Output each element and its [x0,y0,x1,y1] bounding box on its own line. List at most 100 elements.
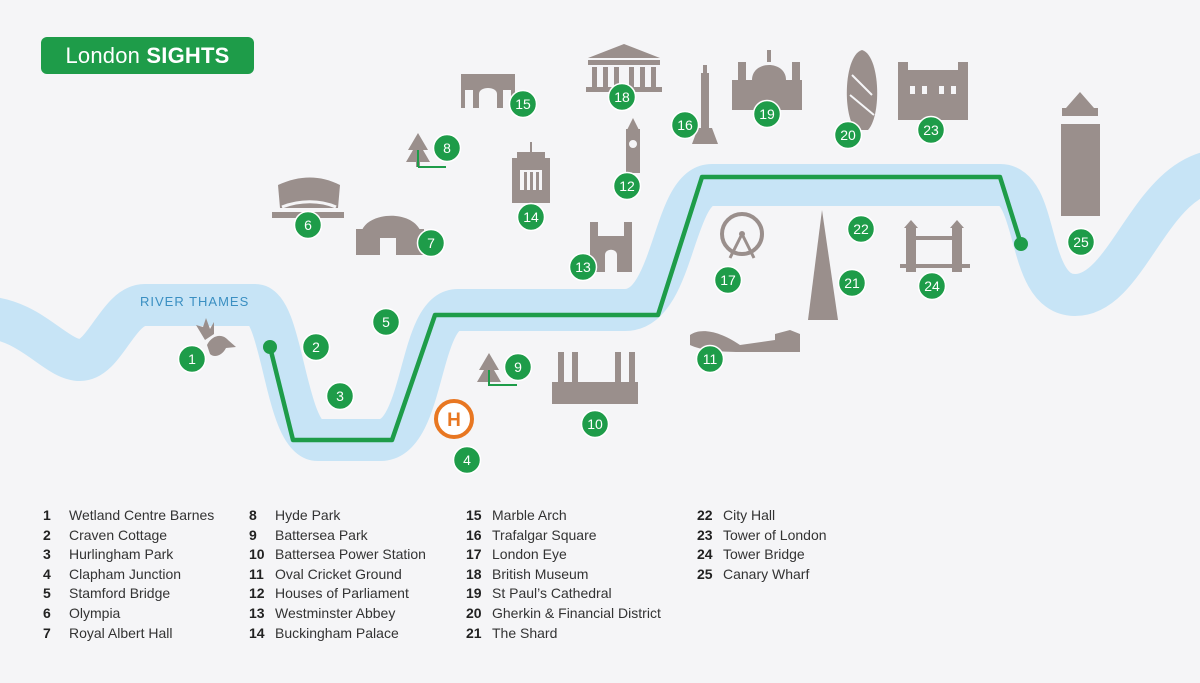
sight-pin-circle [452,445,482,475]
legend-item-name: Westminster Abbey [275,604,396,621]
legend-item-number: 20 [466,604,482,621]
sight-pin: 6 [293,210,323,240]
sight-pin-circle [293,210,323,240]
sight-pin: 4 [452,445,482,475]
green-route [267,174,1024,443]
sight-pin: 23 [916,115,946,145]
sight-pin-number: 11 [703,351,718,367]
sight-pin: 9 [503,352,533,382]
sight-pin-number: 2 [312,339,320,355]
legend-item-name: Tower of London [723,526,827,543]
westminster-abbey-icon [590,222,632,272]
royal-albert-hall-icon [356,215,424,255]
sight-pin-circle [416,228,446,258]
sight-pin: 18 [607,82,637,112]
legend-item-name: London Eye [492,546,567,563]
legend-item-number: 7 [43,624,51,641]
sight-pin-circle [612,171,642,201]
title-regular: London [65,43,141,68]
legend-item-number: 19 [466,585,482,602]
sight-pin-number: 24 [924,278,940,294]
legend-item-name: Battersea Power Station [275,546,426,563]
sight-pin-number: 23 [923,122,939,138]
sight-pin-number: 6 [304,217,312,233]
battersea-power-station-icon [552,352,638,404]
sight-pin-circle [833,120,863,150]
sight-pin-circle [917,271,947,301]
tower-bridge-icon [900,220,970,272]
gherkin-icon [846,50,878,130]
sight-pin-circle [695,344,725,374]
sight-pin-circle [837,268,867,298]
sight-pin-number: 20 [840,127,856,143]
legend-item: 12 Houses of Parliament [249,584,426,604]
sight-pin-number: 4 [463,452,471,468]
sight-pin-number: 25 [1073,234,1089,250]
sight-pin-circle [752,99,782,129]
legend-item-name: Battersea Park [275,526,368,543]
legend-item-number: 2 [43,526,51,543]
legend-item-name: Houses of Parliament [275,585,409,602]
legend-item-name: Royal Albert Hall [69,624,173,641]
canary-wharf-icon [1061,92,1100,216]
heliport-letter: H [447,410,461,431]
sight-pin: 14 [516,202,546,232]
legend-item-number: 18 [466,565,482,582]
sight-pin-number: 13 [575,259,591,275]
legend-item: 18 British Museum [466,565,661,585]
sight-pin-circle [568,252,598,282]
oval-cricket-ground-icon [690,330,800,352]
sight-pin-number: 9 [514,359,522,375]
legend-item: 23 Tower of London [697,526,827,546]
river-thames [0,153,1200,461]
london-eye-icon [720,212,764,259]
sight-pin-circle [580,409,610,439]
sight-pin-number: 21 [844,275,860,291]
legend-item-name: Stamford Bridge [69,585,171,602]
heliport-icon: H [434,399,474,439]
legend-item-name: Clapham Junction [69,565,182,582]
sight-pin-number: 1 [188,351,196,367]
sight-pin-circle [916,115,946,145]
sight-pin-circle [371,307,401,337]
sight-pin: 20 [833,120,863,150]
sight-pin-circle [508,89,538,119]
legend-item: 10 Battersea Power Station [249,545,426,565]
legend-item-number: 23 [697,526,713,543]
sight-pin: 22 [846,214,876,244]
sight-pin: 7 [416,228,446,258]
sight-pin-circle [503,352,533,382]
sight-pin-number: 22 [853,221,869,237]
legend-item-number: 10 [249,546,265,563]
legend-item: 7 Royal Albert Hall [43,624,214,644]
legend-item-number: 9 [249,526,257,543]
legend-item-number: 12 [249,585,265,602]
sight-pin-number: 17 [720,272,736,288]
sight-pin: 15 [508,89,538,119]
legend-item-number: 8 [249,507,257,523]
the-shard-icon [808,210,838,320]
sight-pin-number: 3 [336,388,344,404]
sight-pin: 13 [568,252,598,282]
legend-item-name: British Museum [492,565,589,582]
sight-pin-number: 7 [427,235,435,251]
sight-pin-number: 5 [382,314,390,330]
sight-pin: 16 [670,110,700,140]
sight-pin-circle [846,214,876,244]
legend-item-name: Trafalgar Square [492,526,597,543]
sight-pin-circle [607,82,637,112]
legend-item-number: 1 [43,507,51,523]
sight-pin: 3 [325,381,355,411]
